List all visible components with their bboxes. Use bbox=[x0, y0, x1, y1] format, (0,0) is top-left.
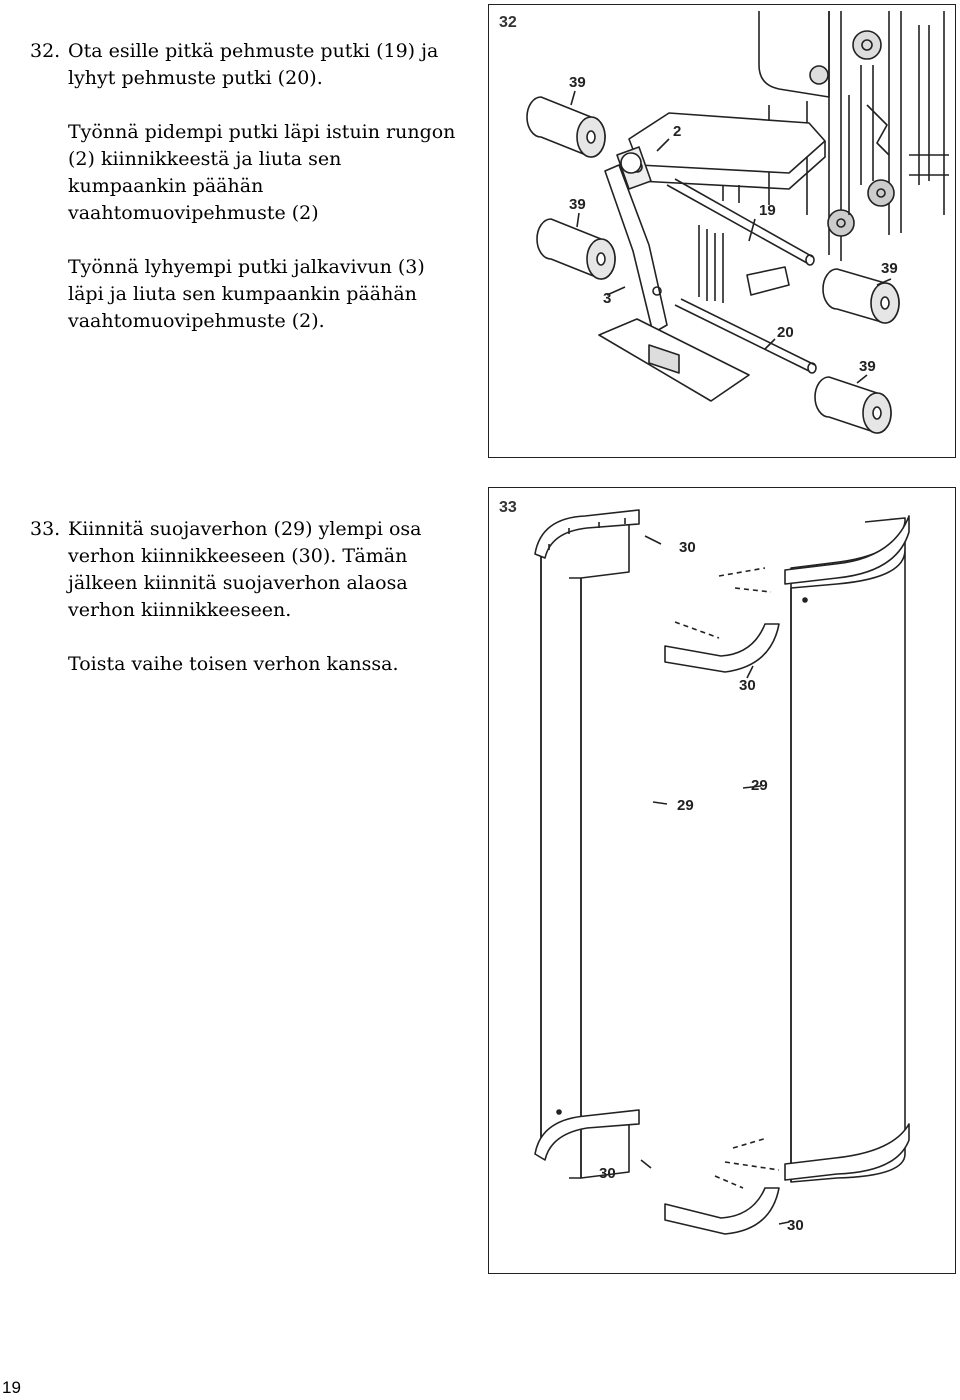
callout-19-long-tube: 19 bbox=[759, 202, 776, 219]
step-32-para2-line-2: (2) kiinnikkeestä ja liuta sen bbox=[68, 148, 342, 170]
page-number: 19 bbox=[2, 1378, 21, 1397]
step-33-text: 33. Kiinnitä suojaverhon (29) ylempi osa… bbox=[30, 516, 470, 678]
step-33-line-2: verhon kiinnikkeeseen (30). Tämän bbox=[68, 545, 408, 567]
step-33-line-3: jälkeen kiinnitä suojaverhon alaosa bbox=[68, 572, 408, 594]
callout-39-mid: 39 bbox=[569, 196, 586, 213]
step-32-para2-line-3: kumpaankin päähän bbox=[68, 175, 264, 197]
figure-32-drawing: 32 39 2 39 19 39 3 20 39 bbox=[499, 11, 949, 434]
callout-30-bottom-left: 30 bbox=[599, 1165, 616, 1182]
step-32-para3-line-3: vaahtomuovipehmuste (2). bbox=[68, 310, 325, 332]
step-32-line-2: lyhyt pehmuste putki (20). bbox=[68, 67, 323, 89]
step-32-line-1: Ota esille pitkä pehmuste putki (19) ja bbox=[68, 40, 439, 62]
callout-39-top: 39 bbox=[569, 74, 586, 91]
step-32-text: 32. Ota esille pitkä pehmuste putki (19)… bbox=[30, 38, 470, 335]
callout-30-top-left: 30 bbox=[679, 539, 696, 556]
figure-33-shields: 33 30 30 29 29 30 30 bbox=[488, 487, 956, 1274]
step-33-line-4: verhon kiinnikkeeseen. bbox=[68, 599, 292, 621]
callout-29-right-shield: 29 bbox=[751, 777, 768, 794]
figure-32-step-label: 32 bbox=[499, 14, 517, 31]
step-32-para3-line-2: läpi ja liuta sen kumpaankin päähän bbox=[68, 283, 417, 305]
figure-33-step-label: 33 bbox=[499, 499, 517, 516]
figure-32-seat-pads: 32 39 2 39 19 39 3 20 39 bbox=[488, 4, 956, 458]
callout-2-seat: 2 bbox=[673, 123, 681, 140]
callout-39-bottom: 39 bbox=[859, 358, 876, 375]
callout-20-short-tube: 20 bbox=[777, 324, 794, 341]
callout-39-right: 39 bbox=[881, 260, 898, 277]
step-33-line-1: Kiinnitä suojaverhon (29) ylempi osa bbox=[68, 518, 422, 540]
step-32-number: 32. bbox=[30, 40, 61, 62]
figure-33-drawing: 33 30 30 29 29 30 30 bbox=[499, 499, 910, 1235]
callout-3-leg-lever: 3 bbox=[603, 290, 611, 307]
step-32-para2-line-4: vaahtomuovipehmuste (2) bbox=[68, 202, 319, 224]
callout-30-bottom-right: 30 bbox=[787, 1217, 804, 1234]
callout-29-left-shield: 29 bbox=[677, 797, 694, 814]
step-32-para2-line-1: Työnnä pidempi putki läpi istuin rungon bbox=[68, 121, 456, 143]
callout-30-middle: 30 bbox=[739, 677, 756, 694]
step-33-para2: Toista vaihe toisen verhon kanssa. bbox=[68, 653, 399, 675]
step-32-para3-line-1: Työnnä lyhyempi putki jalkavivun (3) bbox=[68, 256, 425, 278]
step-33-number: 33. bbox=[30, 518, 61, 540]
